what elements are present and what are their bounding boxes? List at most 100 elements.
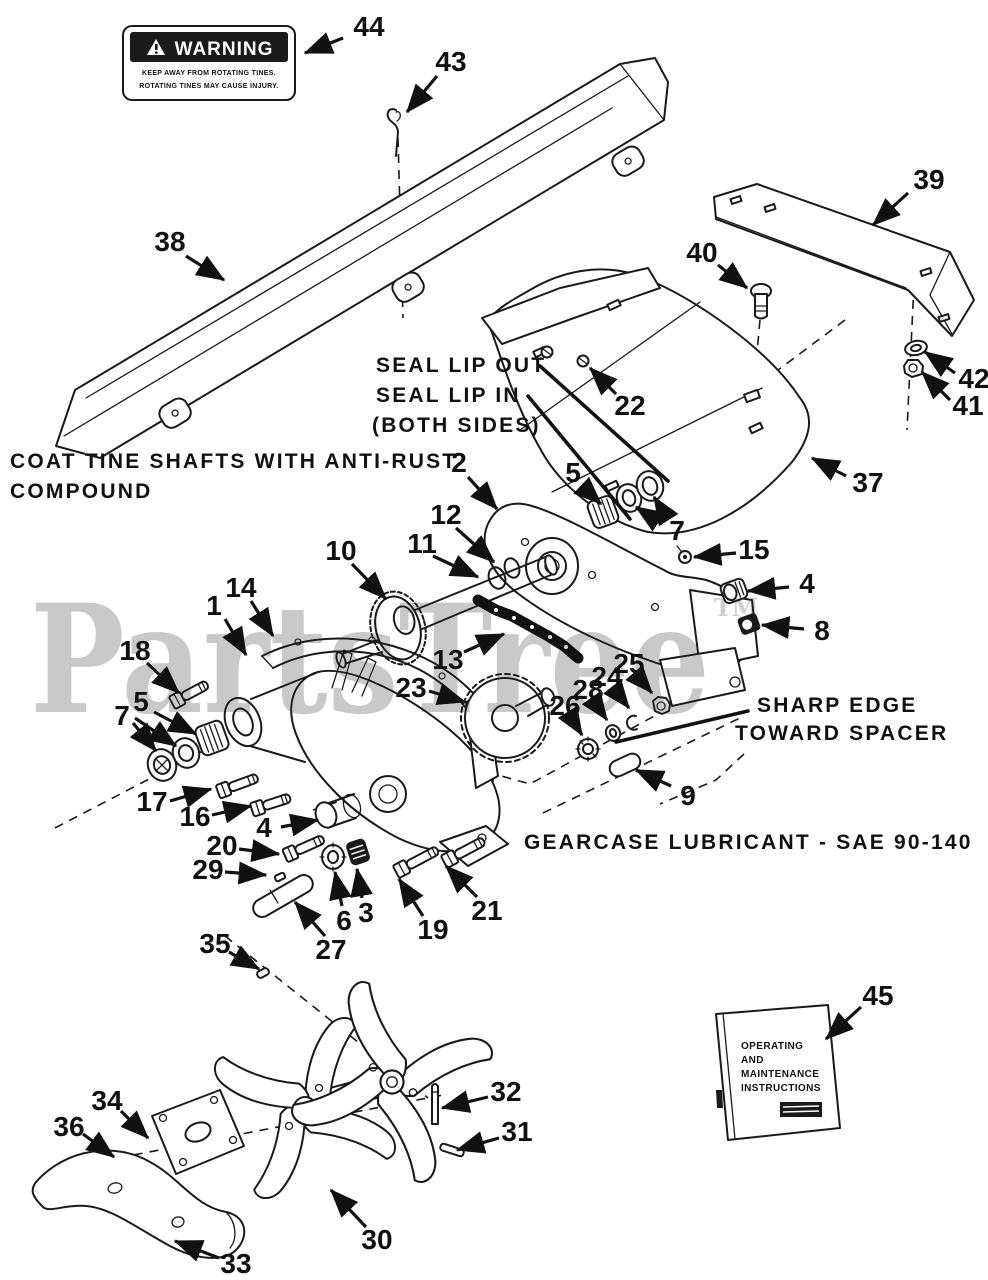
part-15-grease-fitting: [676, 545, 692, 564]
callout-24: 24: [591, 661, 623, 692]
callout-35: 35: [199, 928, 230, 959]
note-seal-lip-out: SEAL LIP OUT: [376, 354, 546, 377]
manual-line1: OPERATING: [741, 1041, 803, 1052]
callout-29: 29: [192, 854, 223, 885]
callout-25: 25: [613, 648, 644, 679]
part-26-lock-washer: [575, 736, 601, 762]
callout-10: 10: [325, 535, 356, 566]
callout-41: 41: [952, 390, 983, 421]
part-19-bolt: [392, 846, 440, 879]
callout-9: 9: [680, 780, 696, 811]
annotations: SEAL LIP OUT SEAL LIP IN (BOTH SIDES) CO…: [10, 354, 973, 854]
callout-38: 38: [154, 226, 185, 257]
part-40-carriage-bolt: [750, 283, 772, 320]
part-30-tine-assembly: [207, 977, 497, 1206]
callout-19: 19: [417, 914, 448, 945]
callout-20: 20: [206, 830, 237, 861]
warning-line2: ROTATING TINES MAY CAUSE INJURY.: [139, 83, 278, 90]
part-32-pin: [431, 1083, 439, 1125]
note-lubricant: GEARCASE LUBRICANT - SAE 90-140: [524, 831, 973, 854]
callout-12: 12: [430, 499, 461, 530]
part-6-flange-nut: [319, 842, 347, 872]
callout-1: 1: [206, 590, 222, 621]
callout-44: 44: [353, 11, 385, 42]
callout-5-right: 5: [565, 457, 581, 488]
callout-7-right: 7: [669, 515, 685, 546]
callout-18: 18: [119, 635, 150, 666]
part-8-bushing: [737, 613, 761, 635]
part-7-seal-left-inner: [171, 737, 201, 769]
part-9-spacer: [608, 752, 642, 778]
manual-line4: INSTRUCTIONS: [741, 1083, 821, 1094]
callout-37: 37: [852, 467, 883, 498]
callout-4-right: 4: [799, 568, 815, 599]
part-17-bolt: [215, 773, 259, 800]
part-28-washer: [604, 724, 622, 742]
manual-line3: MAINTENANCE: [741, 1069, 819, 1080]
callout-39: 39: [913, 164, 944, 195]
callout-27: 27: [315, 934, 346, 965]
warning-title: WARNING: [175, 39, 274, 60]
part-42-washer: [904, 339, 928, 357]
note-sharp-line1: SHARP EDGE: [757, 694, 917, 717]
callout-8: 8: [814, 615, 830, 646]
note-coat-line1: COAT TINE SHAFTS WITH ANTI-RUST: [10, 450, 457, 473]
part-5-bearing-left: [194, 719, 230, 757]
part-4-bearing-right: [719, 577, 749, 605]
part-24-clip: [625, 714, 638, 731]
part-13-chain: [472, 594, 584, 664]
note-seal-lip-in: SEAL LIP IN: [376, 384, 521, 407]
callout-43: 43: [435, 46, 466, 77]
part-41-nut: [903, 359, 924, 378]
callout-45: 45: [862, 980, 893, 1011]
callout-arrows: [82, 32, 956, 1262]
part-12-snap-ring: [503, 557, 521, 579]
warning-label: WARNING KEEP AWAY FROM ROTATING TINES. R…: [122, 25, 296, 101]
callout-11: 11: [407, 528, 437, 559]
part-43-hairpin-clip: [386, 108, 401, 157]
note-sharp-line2: TOWARD SPACER: [735, 722, 948, 745]
part-11-snap-ring: [487, 566, 507, 590]
callout-40: 40: [686, 237, 717, 268]
part-7-seal-right-inner: [615, 483, 643, 513]
watermark-text: PartsTree: [30, 572, 710, 748]
callout-14: 14: [225, 572, 257, 603]
note-coat-line2: COMPOUND: [10, 480, 152, 503]
callout-22: 22: [614, 390, 645, 421]
callout-30: 30: [361, 1224, 392, 1255]
callout-28: 28: [572, 674, 603, 705]
part-18-bolt: [168, 680, 210, 710]
part-38-tine-shield: [55, 57, 669, 459]
part-34-tine-plate: [151, 1089, 245, 1175]
callout-36: 36: [53, 1111, 84, 1142]
callout-2: 2: [451, 447, 467, 478]
callout-42: 42: [958, 363, 988, 394]
callout-6: 6: [336, 905, 352, 936]
callout-17: 17: [136, 786, 167, 817]
manual-logo: [780, 1102, 822, 1117]
callout-4-left: 4: [256, 812, 272, 843]
callout-21: 21: [471, 895, 502, 926]
callout-32: 32: [490, 1076, 521, 1107]
warning-line1: KEEP AWAY FROM ROTATING TINES.: [142, 70, 276, 77]
part-37-cover: [481, 267, 811, 535]
callout-33: 33: [220, 1248, 251, 1279]
part-20-bolt: [281, 835, 325, 863]
callout-23: 23: [395, 672, 426, 703]
part-29-pin: [273, 871, 287, 883]
callout-26: 26: [549, 690, 580, 721]
callout-3: 3: [358, 897, 374, 928]
callout-7-left: 7: [114, 700, 130, 731]
callout-13: 13: [432, 644, 463, 675]
part-25-nut: [652, 696, 671, 715]
callout-34: 34: [91, 1085, 123, 1116]
callout-numbers: 44 43 38 39 40 42 41 22 37 2 5 7 15 4 8 …: [53, 11, 988, 1279]
part-35-pin: [256, 967, 270, 979]
part-27-shaft: [252, 874, 314, 918]
part-23-gear: [460, 673, 556, 763]
part-16-bolt: [249, 793, 292, 818]
callout-31: 31: [501, 1116, 532, 1147]
callout-16: 16: [179, 801, 210, 832]
